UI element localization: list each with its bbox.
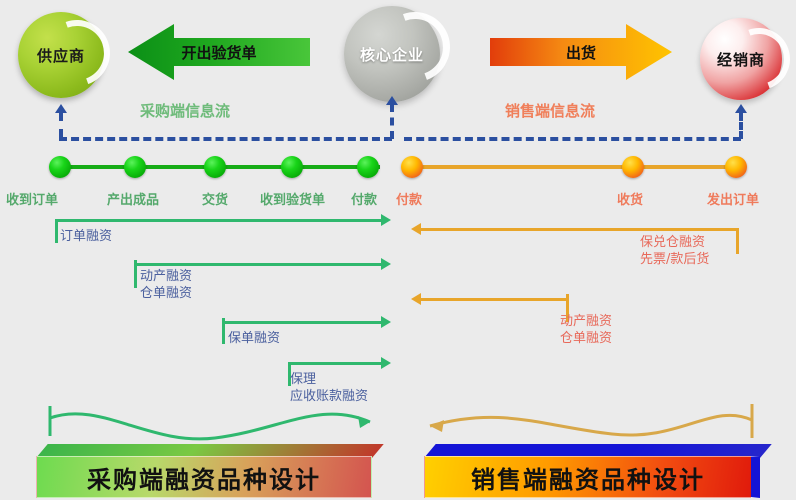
banner-procurement-financing-label: 采购端融资品种设计 (87, 465, 321, 494)
financing-label-chattel: 动产融资 仓单融资 (140, 268, 192, 302)
timeline-node-label: 收到订单 (6, 193, 59, 208)
financing-label-factoring-line2: 应收账款融资 (290, 389, 369, 404)
info-flow-arrowhead-left-icon (55, 104, 67, 113)
actor-core-enterprise: 核心企业 (344, 0, 462, 102)
financing-tick-left (134, 260, 137, 288)
timeline-node-label: 付款 (351, 193, 378, 208)
info-flow-dash-vertical-core-left (390, 104, 394, 139)
financing-line-factoring (288, 362, 383, 365)
financing-line-order (55, 219, 383, 222)
financing-label-confirmed-warehouse: 保兑仓融资 先票/款后货 (640, 234, 709, 268)
banner-face: 销售端融资品种设计 (424, 456, 760, 498)
financing-tick-right (736, 228, 739, 254)
financing-label-chattel-line1: 动产融资 (140, 269, 193, 284)
info-flow-label-procurement: 采购端信息流 (140, 102, 231, 120)
timeline-node-label: 收货 (617, 193, 644, 208)
financing-line-confirmed-warehouse (421, 228, 737, 231)
block-arrow-shipment-label: 出货 (565, 43, 596, 62)
financing-arrowhead-right-icon (381, 316, 391, 328)
info-flow-dash-horizontal-right (404, 137, 741, 141)
financing-label-chattel-right-line2: 仓单融资 (560, 331, 613, 346)
financing-tick-left (55, 219, 58, 243)
timeline-node-green[interactable] (49, 156, 71, 178)
banner-sales-financing: 销售端融资品种设计 (424, 444, 772, 500)
timeline-node-orange[interactable] (622, 156, 644, 178)
timeline-node-label: 发出订单 (707, 193, 760, 208)
financing-label-factoring: 保理 应收账款融资 (290, 371, 368, 405)
financing-tick-left (288, 362, 291, 386)
financing-label-chattel-right: 动产融资 仓单融资 (560, 313, 612, 347)
financing-label-chattel-line2: 仓单融资 (140, 286, 193, 301)
timeline-node-label: 付款 (396, 193, 423, 208)
actor-core-enterprise-label: 核心企业 (359, 45, 424, 64)
info-flow-dash-vertical-left (59, 113, 63, 137)
wavy-connector-right (412, 398, 762, 446)
info-flow-label-sales: 销售端信息流 (505, 102, 596, 120)
wavy-connector-left (40, 398, 390, 446)
financing-line-policy (222, 321, 383, 324)
actor-supplier: 供应商 (18, 9, 121, 98)
banner-procurement-financing: 采购端融资品种设计 (36, 444, 384, 500)
info-flow-dash-horizontal-left (59, 137, 392, 141)
block-arrow-inspection-note-label: 开出验货单 (181, 43, 257, 62)
financing-arrowhead-right-icon (381, 357, 391, 369)
info-flow-arrowhead-core-left-icon (386, 96, 398, 105)
info-flow-arrowhead-right-icon (735, 104, 747, 113)
timeline-node-label: 收到验货单 (260, 193, 326, 208)
financing-tick-right (566, 294, 569, 322)
financing-arrowhead-left-icon (411, 293, 421, 305)
timeline-node-orange[interactable] (725, 156, 747, 178)
financing-label-factoring-line1: 保理 (290, 372, 317, 387)
financing-label-order: 订单融资 (60, 229, 113, 244)
info-flow-dash-vertical-right (739, 113, 743, 139)
financing-label-confirmed-warehouse-line2: 先票/款后货 (640, 252, 710, 267)
block-arrow-shipment: 出货 (490, 22, 672, 82)
financing-label-chattel-right-line1: 动产融资 (560, 314, 613, 329)
financing-line-chattel-right (421, 298, 569, 301)
banner-sales-financing-label: 销售端融资品种设计 (471, 465, 705, 494)
actor-supplier-label: 供应商 (36, 46, 85, 65)
block-arrow-inspection-note: 开出验货单 (128, 22, 310, 82)
financing-label-policy: 保单融资 (228, 331, 281, 346)
financing-label-confirmed-warehouse-line1: 保兑仓融资 (640, 235, 706, 250)
financing-arrowhead-right-icon (381, 214, 391, 226)
timeline-node-green[interactable] (281, 156, 303, 178)
timeline-node-green[interactable] (357, 156, 379, 178)
financing-arrowhead-right-icon (381, 258, 391, 270)
timeline-rail-right (412, 165, 737, 169)
timeline-node-label: 产出成品 (107, 193, 160, 208)
financing-tick-left (222, 318, 225, 344)
timeline-node-orange[interactable] (401, 156, 423, 178)
financing-line-chattel (134, 263, 383, 266)
actor-dealer: 经销商 (700, 17, 796, 101)
timeline-node-label: 交货 (202, 193, 229, 208)
banner-face: 采购端融资品种设计 (36, 456, 372, 498)
timeline-node-green[interactable] (124, 156, 146, 178)
timeline-node-green[interactable] (204, 156, 226, 178)
financing-arrowhead-left-icon (411, 223, 421, 235)
actor-dealer-label: 经销商 (716, 50, 765, 69)
